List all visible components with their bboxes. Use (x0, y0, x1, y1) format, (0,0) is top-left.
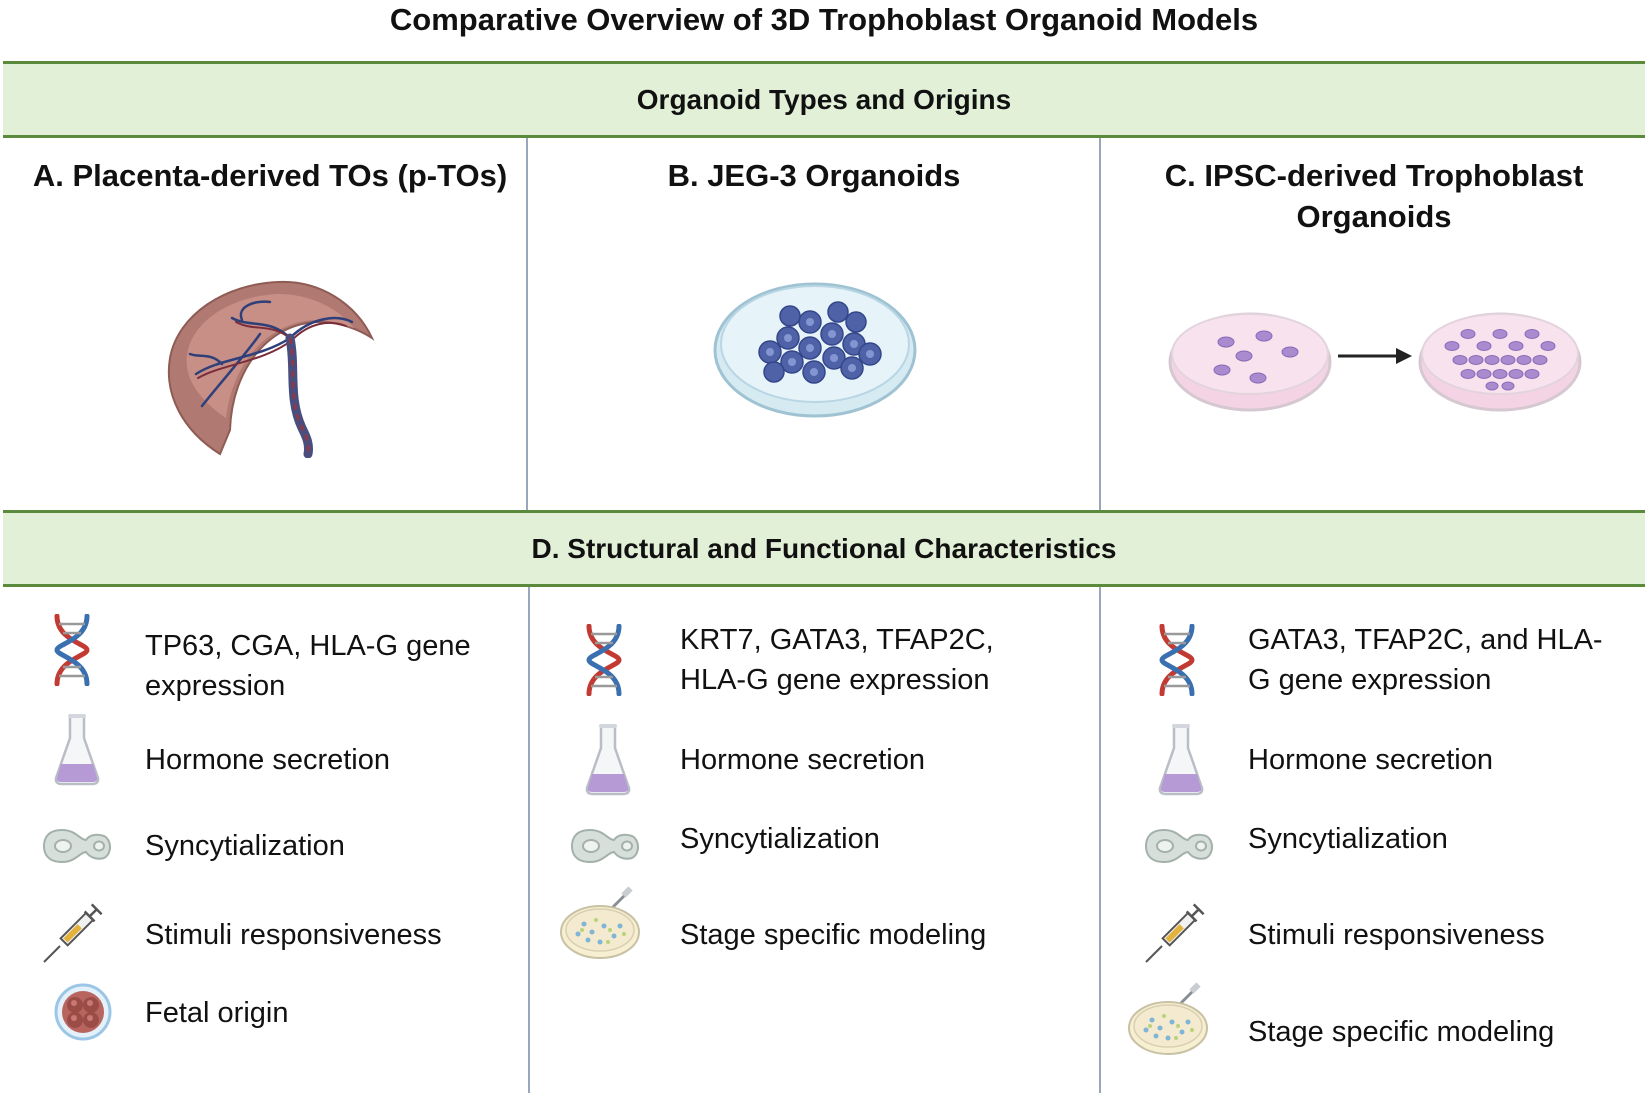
feature-text: Hormone secretion (1248, 744, 1493, 776)
feature-text: TP63, CGA, HLA-G gene expression (145, 630, 471, 702)
feature-text: Stage specific modeling (680, 919, 987, 951)
feature-text: Hormone secretion (680, 744, 925, 776)
syringe-icon (1144, 890, 1218, 964)
feature-text: Syncytialization (680, 823, 880, 855)
column-title-a: A. Placenta-derived TOs (p-TOs) (32, 158, 508, 193)
diagram-title: Comparative Overview of 3D Trophoblast O… (389, 2, 1259, 37)
dna-icon (579, 624, 629, 696)
column-divider (526, 138, 528, 510)
dna-icon (47, 614, 97, 686)
section-header-organoid-types: Organoid Types and Origins (3, 61, 1645, 138)
syncytium-cell-icon (42, 826, 114, 866)
feature-text: Hormone secretion (145, 744, 390, 776)
culture-dish-icon (558, 886, 642, 962)
section-header-characteristics: D. Structural and Functional Characteris… (3, 510, 1645, 587)
ipsc-differentiation-icon (1168, 312, 1582, 412)
column-title-c: C. IPSC-derived Trophoblast Organoids (1164, 158, 1584, 234)
feature-text: Syncytialization (1248, 823, 1448, 855)
placenta-icon (167, 280, 375, 458)
flask-icon (52, 712, 102, 786)
feature-text: Fetal origin (145, 997, 289, 1029)
column-divider (1099, 587, 1101, 1093)
column-divider (528, 587, 530, 1093)
culture-dish-icon (1126, 982, 1210, 1058)
petri-dish-organoids-icon (713, 282, 917, 418)
feature-text: KRT7, GATA3, TFAP2C, HLA-G gene expressi… (680, 624, 994, 696)
syncytium-cell-icon (570, 826, 642, 866)
column-title-b: B. JEG-3 Organoids (667, 158, 961, 193)
flask-icon (1156, 722, 1206, 796)
feature-text: Stimuli responsiveness (1248, 919, 1545, 951)
syncytium-cell-icon (1144, 826, 1216, 866)
feature-text: Stage specific modeling (1248, 1016, 1555, 1048)
syringe-icon (42, 890, 116, 964)
embryo-icon (53, 982, 113, 1042)
feature-text: Syncytialization (145, 830, 345, 862)
dna-icon (1152, 624, 1202, 696)
flask-icon (583, 722, 633, 796)
feature-text: GATA3, TFAP2C, and HLA-G gene expression (1248, 624, 1603, 696)
feature-text: Stimuli responsiveness (145, 919, 442, 951)
column-divider (1099, 138, 1101, 510)
